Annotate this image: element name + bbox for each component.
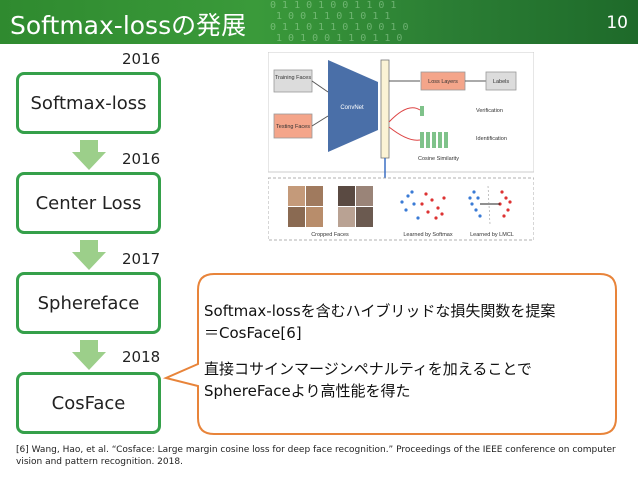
step-label: CosFace xyxy=(52,393,126,414)
callout-text: Softmax-lossを含むハイブリッドな損失関数を提案 ＝CosFace[6… xyxy=(204,300,614,402)
callout-line-1: Softmax-lossを含むハイブリッドな損失関数を提案 xyxy=(204,302,555,320)
loss-layers-label: Loss Layers xyxy=(428,79,458,85)
year-label: 2016 xyxy=(122,150,160,168)
step-softmax-loss: Softmax-loss xyxy=(16,72,161,134)
callout-line-4: SphereFaceより高性能を得た xyxy=(204,382,410,400)
step-label: Softmax-loss xyxy=(31,93,147,114)
cropped-faces-label: Cropped Faces xyxy=(311,232,349,238)
testing-faces-label: Testing Faces xyxy=(276,124,310,130)
callout-line-3: 直接コサインマージンペナルティを加えることで xyxy=(204,360,532,378)
binary-decoration: 0 1 1 0 1 0 0 1 1 0 1 1 0 0 1 1 0 1 0 1 … xyxy=(270,0,470,44)
cosine-similarity-label: Cosine Similarity xyxy=(418,156,459,162)
step-sphereface: Sphereface xyxy=(16,272,161,334)
labels-label: Labels xyxy=(493,79,509,85)
slide-title: Softmax-lossの発展 xyxy=(10,6,246,42)
header-bar: 0 1 1 0 1 0 0 1 1 0 1 1 0 0 1 1 0 1 0 1 … xyxy=(0,0,638,44)
down-arrow-icon xyxy=(72,340,106,370)
training-faces-label: Training Faces xyxy=(275,75,311,81)
training-faces-box xyxy=(274,70,312,92)
step-label: Sphereface xyxy=(38,293,140,314)
page-number: 10 xyxy=(606,13,628,33)
step-label: Center Loss xyxy=(36,193,142,214)
year-label: 2016 xyxy=(122,50,160,68)
convnet-label: ConvNet xyxy=(340,105,364,111)
reference-citation: [6] Wang, Hao, et al. “Cosface: Large ma… xyxy=(16,444,626,468)
year-label: 2017 xyxy=(122,250,160,268)
verification-label: Verification xyxy=(476,108,503,114)
cosface-architecture-figure: Training Faces Testing Faces ConvNet Los… xyxy=(268,52,534,242)
learned-softmax-label: Learned by Softmax xyxy=(403,232,452,238)
step-cosface: CosFace xyxy=(16,372,161,434)
identification-label: Identification xyxy=(476,136,507,142)
step-center-loss: Center Loss xyxy=(16,172,161,234)
feature-vector xyxy=(381,60,389,158)
callout-line-2: ＝CosFace[6] xyxy=(204,324,302,342)
learned-lmcl-label: Learned by LMCL xyxy=(470,232,514,238)
down-arrow-icon xyxy=(72,140,106,170)
down-arrow-icon xyxy=(72,240,106,270)
year-label: 2018 xyxy=(122,348,160,366)
